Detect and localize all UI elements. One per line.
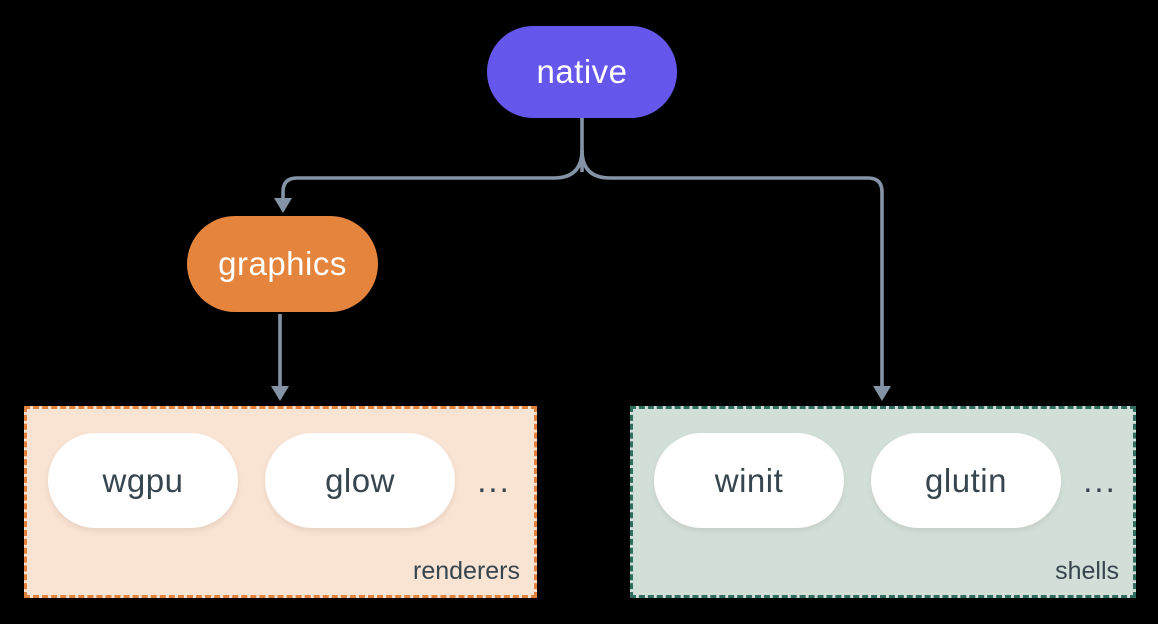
arrowhead-to-renderers <box>271 386 289 401</box>
node-native: native <box>487 26 677 118</box>
arrowhead-to-graphics <box>274 198 292 213</box>
item-glow-label: glow <box>325 461 395 499</box>
renderers-ellipsis: ... <box>477 461 511 499</box>
item-winit-label: winit <box>714 461 784 499</box>
edge-native-to-graphics <box>281 149 584 199</box>
item-glutin: glutin <box>871 433 1061 528</box>
item-glutin-label: glutin <box>925 461 1007 499</box>
edge-native-to-shells <box>580 149 884 386</box>
node-graphics-label: graphics <box>218 245 347 282</box>
item-winit: winit <box>654 433 844 528</box>
group-shells: winit glutin ... shells <box>630 406 1136 598</box>
arrowhead-to-shells <box>873 386 891 401</box>
group-renderers-label: renderers <box>413 557 520 585</box>
group-renderers: wgpu glow ... renderers <box>24 406 537 598</box>
group-shells-label: shells <box>1055 557 1119 585</box>
item-wgpu: wgpu <box>48 433 238 528</box>
shells-ellipsis: ... <box>1083 461 1117 499</box>
node-native-label: native <box>536 53 628 90</box>
item-wgpu-label: wgpu <box>102 461 184 499</box>
item-glow: glow <box>265 433 455 528</box>
node-graphics: graphics <box>187 216 378 312</box>
